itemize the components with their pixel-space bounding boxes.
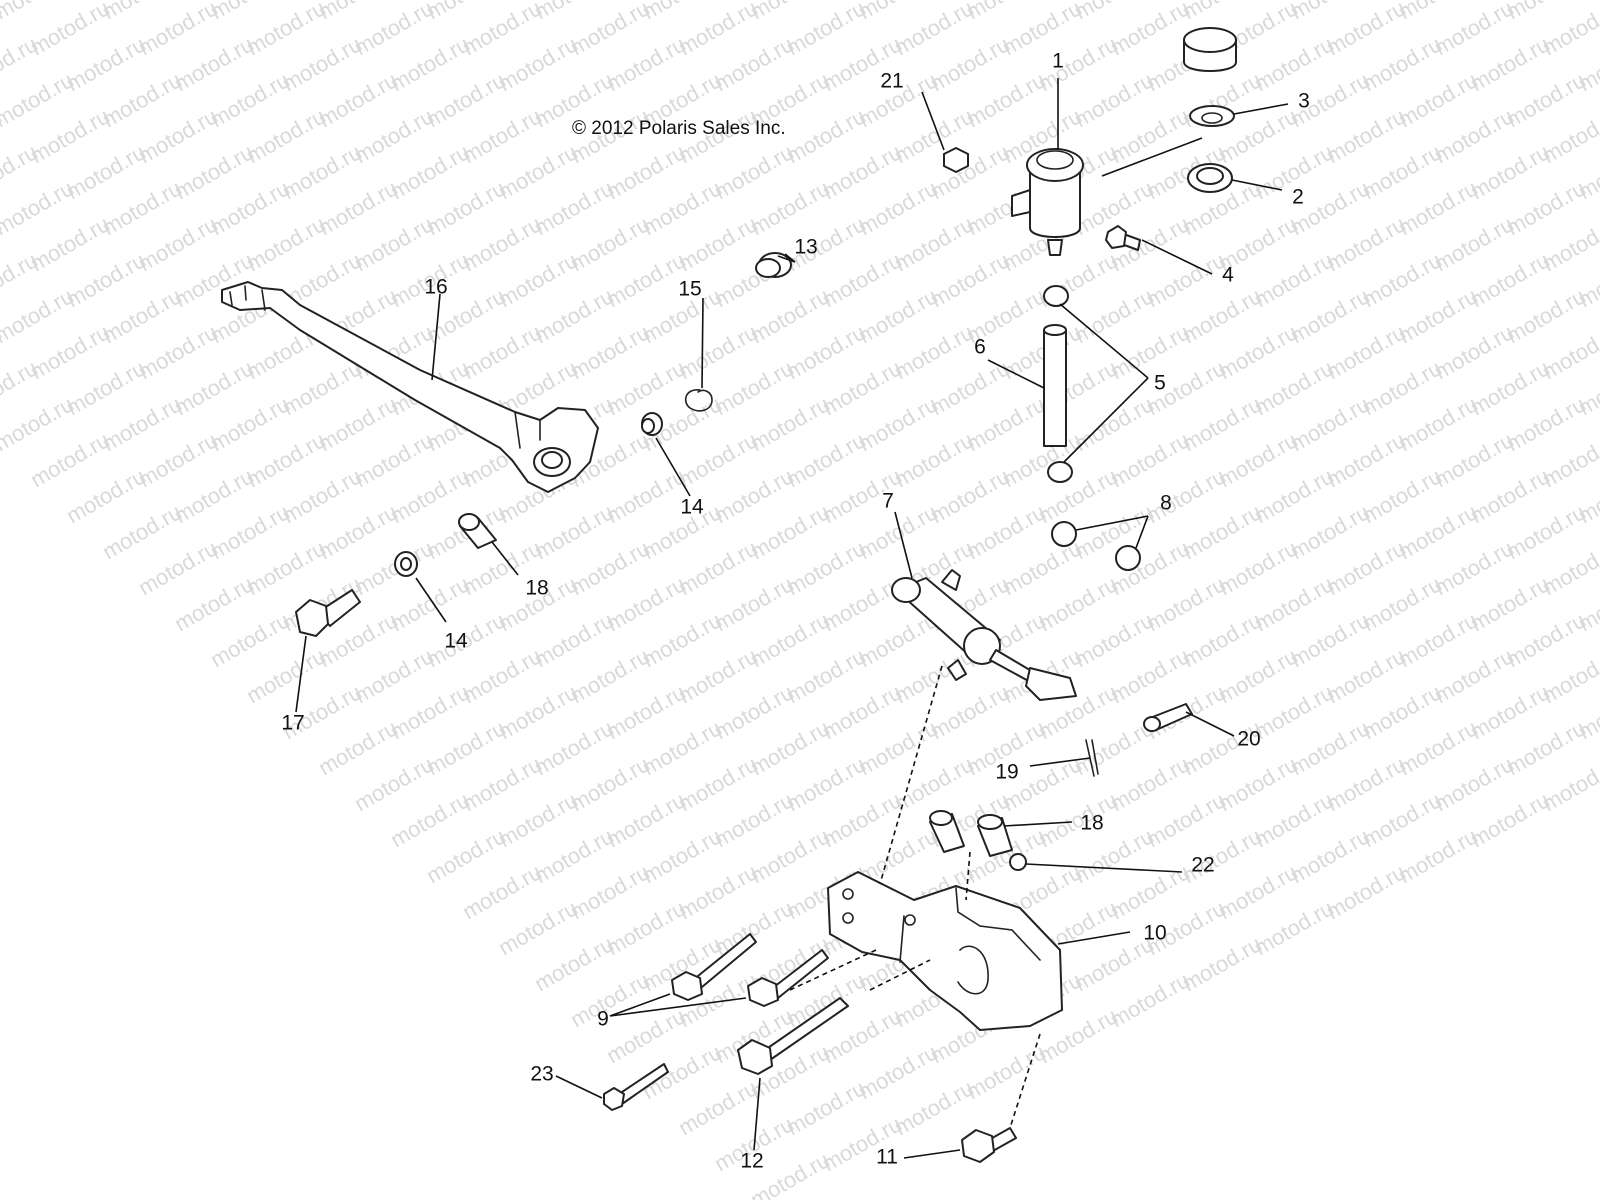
callout-6: 6 [974, 336, 986, 359]
callout-23: 23 [530, 1063, 553, 1086]
callout-10: 10 [1143, 922, 1166, 945]
part-1-reservoir [1011, 148, 1084, 256]
callout-19: 19 [995, 761, 1018, 784]
callout-5: 5 [1154, 372, 1166, 395]
watermark-text: motod.ru [134, 0, 222, 60]
callout-18-lower: 18 [1080, 812, 1103, 835]
callout-16: 16 [424, 276, 447, 299]
callout-9: 9 [597, 1008, 609, 1031]
callout-2: 2 [1292, 186, 1304, 209]
part-4-screw [1105, 225, 1141, 251]
callout-numbers: 1 2 3 4 5 6 7 8 9 10 11 12 13 14 14 15 1… [281, 50, 1310, 1173]
callout-14-lower: 14 [444, 630, 468, 653]
part-13-bushing [755, 252, 792, 278]
callout-14-upper: 14 [680, 496, 704, 519]
part-14-bushing-lower [394, 551, 418, 577]
callout-17: 17 [281, 712, 304, 735]
callout-7: 7 [882, 490, 894, 513]
part-7-master-cylinder [891, 569, 1077, 701]
callout-3: 3 [1298, 90, 1310, 113]
reservoir-cap [1183, 27, 1237, 72]
copyright-notice: © 2012 Polaris Sales Inc. [572, 118, 786, 139]
callout-12: 12 [740, 1150, 763, 1173]
callout-11: 11 [876, 1146, 898, 1169]
part-9-bolt-left [671, 933, 757, 1001]
callout-18-upper: 18 [525, 577, 548, 600]
part-2-retainer [1187, 163, 1233, 193]
part-20-pin [1143, 703, 1193, 732]
part-15-clip [684, 389, 713, 412]
part-3-diaphragm [1189, 105, 1235, 127]
part-10-bracket [827, 871, 1063, 1031]
leader-lines [295, 78, 1289, 1159]
part-6-hose [1043, 324, 1067, 447]
callout-8: 8 [1160, 492, 1172, 515]
part-5-clamp-upper [1043, 285, 1069, 307]
part-14-bushing-upper [641, 412, 663, 436]
callout-4: 4 [1222, 264, 1234, 287]
part-8-grommet-right [1115, 545, 1141, 571]
part-9-bolt-right [747, 949, 829, 1007]
callout-1: 1 [1052, 50, 1064, 73]
part-5-clamp-lower [1047, 461, 1073, 483]
watermark-text: motod.ru [26, 0, 114, 60]
part-16-brake-pedal [221, 281, 599, 493]
callout-13: 13 [794, 236, 817, 259]
part-8-grommet-left [1051, 521, 1077, 547]
part-17-bolt [295, 589, 361, 637]
part-18-spacer-lower [929, 810, 1013, 857]
part-22-nut [1009, 853, 1027, 871]
watermark-text: motod.ru [1538, 0, 1600, 60]
part-21-nut [943, 147, 969, 173]
callout-20: 20 [1237, 728, 1260, 751]
part-18-spacer-left [458, 513, 497, 549]
part-12-long-bolt [737, 997, 849, 1075]
callout-15: 15 [678, 278, 701, 301]
part-23-pin-bolt [603, 1063, 669, 1111]
callout-21: 21 [880, 70, 903, 93]
callout-22: 22 [1191, 854, 1214, 877]
part-11-bolt [961, 1127, 1017, 1163]
